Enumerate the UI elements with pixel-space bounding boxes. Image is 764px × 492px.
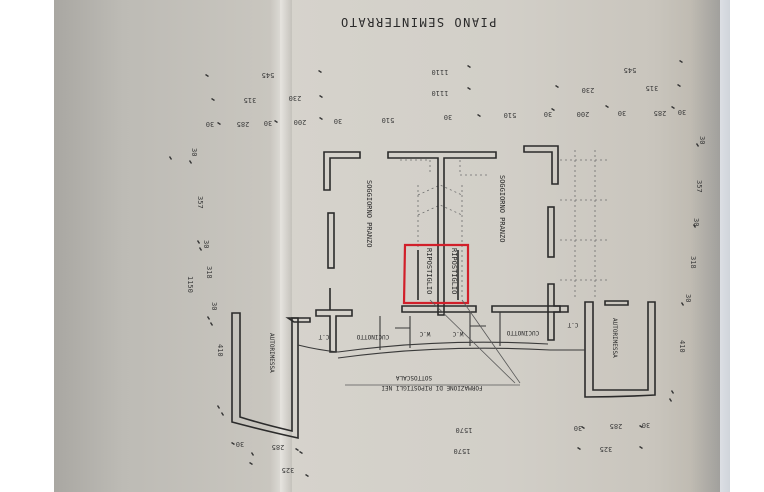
dim-right-4: 30	[684, 294, 692, 302]
dim-bottom-r2-1: 1570	[454, 447, 471, 455]
sottoscala-note: FORMAZIONE DI RIPOSTIGLI NEI SOTTOSCALA	[381, 374, 483, 391]
dim-bottom-r1-4: 285	[610, 422, 623, 430]
dim-top-r2-4: 315	[646, 84, 659, 92]
dim-top-r3-11: 285	[654, 109, 667, 117]
dim-bottom-r1-3: 30	[574, 424, 582, 432]
dimensions-left: 30 357 30 318 1150 30 410	[169, 148, 254, 456]
dim-top-r3-10: 30	[618, 109, 626, 117]
dim-right-3: 318	[689, 256, 697, 269]
room-labels: SOGGIORNO PRANZO SOGGIORNO PRANZO RIPOST…	[268, 175, 618, 373]
dim-top-r2-3: 230	[582, 86, 595, 94]
room-autorimessa-right: AUTORIMESSA	[611, 318, 618, 358]
dimensions-right: 30 357 30 318 30 410	[669, 136, 706, 402]
room-ct-right: C.T	[567, 321, 578, 328]
dim-left-3: 318	[205, 266, 213, 279]
dim-top-r3-0: 30	[206, 120, 214, 128]
dim-top-r1-0: 545	[262, 71, 275, 79]
room-ripostiglio-right: RIPOSTIGLIO	[450, 248, 458, 294]
dim-left-4: 1150	[186, 276, 194, 293]
drawing-title: PIANO SEMINTERRATO	[339, 15, 496, 29]
room-cucinotto-right: CUCINOTTO	[506, 329, 539, 336]
dim-right-2: 30	[692, 218, 700, 226]
paper-fold	[270, 0, 292, 492]
dim-right-1: 357	[695, 180, 703, 193]
dim-left-0: 30	[190, 148, 198, 156]
dim-bottom-r1-0: 30	[236, 440, 244, 448]
dim-top-r3-4: 30	[334, 117, 342, 125]
room-soggiorno-left: SOGGIORNO PRANZO	[365, 180, 373, 247]
room-ripostiglio-left: RIPOSTIGLIO	[425, 248, 433, 294]
dim-top-r3-8: 30	[544, 110, 552, 118]
dim-bottom-r2-2: 325	[600, 445, 613, 453]
dim-top-r3-3: 200	[294, 118, 307, 126]
note-leaders	[345, 299, 521, 386]
dim-right-0: 30	[698, 136, 706, 144]
dimensions-top: 545 1110 545 315 230 1110 230 315 30 285…	[205, 60, 686, 128]
dim-left-2: 30	[202, 240, 210, 248]
dim-left-1: 357	[196, 196, 204, 209]
dim-left-6: 410	[216, 344, 224, 357]
dim-bottom-r1-2: 1570	[456, 426, 473, 434]
dim-top-r3-9: 200	[577, 110, 590, 118]
dim-top-r1-2: 545	[624, 66, 637, 74]
ripostigli-highlight	[402, 243, 470, 305]
dim-top-r2-2: 1110	[432, 89, 449, 97]
dim-right-5: 410	[678, 340, 686, 353]
walls	[231, 145, 656, 439]
dim-top-r2-1: 230	[289, 94, 302, 102]
dim-top-r3-6: 30	[444, 113, 452, 121]
room-autorimessa-left: AUTORIMESSA	[268, 333, 275, 373]
dim-bottom-r1-1: 285	[272, 443, 285, 451]
dim-bottom-r2-0: 325	[282, 466, 295, 474]
room-soggiorno-right: SOGGIORNO PRANZO	[498, 175, 506, 242]
dim-top-r1-1: 1110	[432, 68, 449, 76]
dim-top-r3-2: 30	[264, 119, 272, 127]
paper-edge-shadow	[690, 0, 730, 492]
room-ct-left: C.T	[318, 333, 329, 340]
dim-left-5: 30	[210, 302, 218, 310]
dim-top-r2-0: 315	[244, 96, 257, 104]
dim-top-r3-7: 510	[504, 111, 517, 119]
dim-top-r3-12: 30	[678, 108, 686, 116]
paper-right-page	[280, 0, 720, 492]
dim-top-r3-1: 285	[237, 120, 250, 128]
dimensions-bottom: 30 285 1570 30 285 30 325 1570 325	[231, 421, 650, 477]
room-wc-left: W.C	[419, 330, 430, 337]
dim-bottom-r1-5: 30	[642, 421, 650, 429]
grid-dashes	[400, 150, 610, 300]
note-line-1: FORMAZIONE DI RIPOSTIGLI NEI	[381, 384, 483, 391]
room-cucinotto-left: CUCINOTTO	[356, 333, 389, 340]
paper-left-page	[54, 0, 284, 492]
note-line-2: SOTTOSCALA	[396, 374, 433, 381]
dim-top-r3-5: 510	[382, 116, 395, 124]
room-wc-right: W.C	[452, 330, 463, 337]
